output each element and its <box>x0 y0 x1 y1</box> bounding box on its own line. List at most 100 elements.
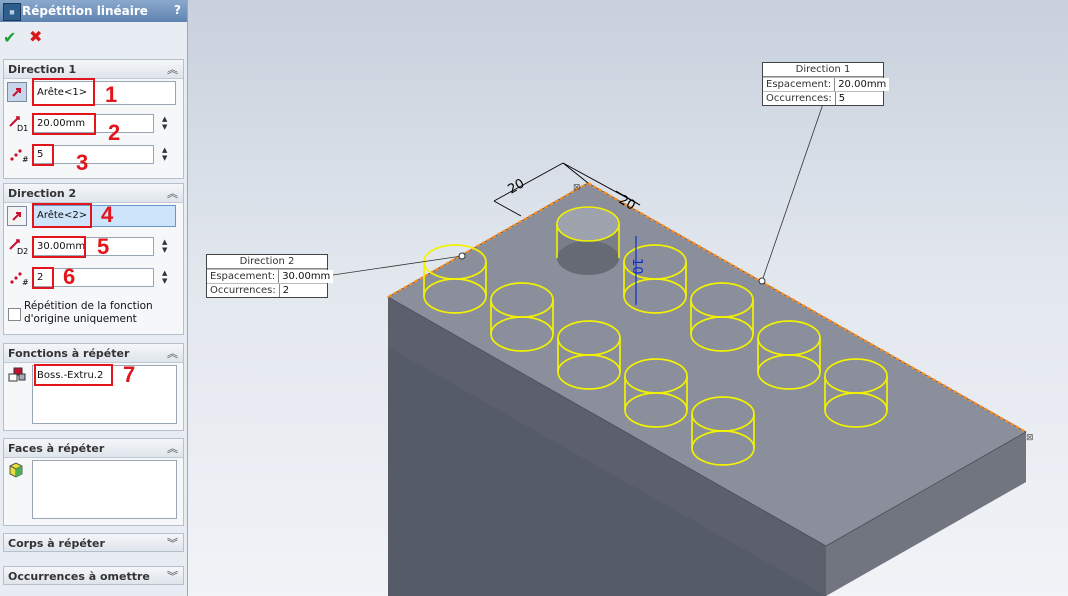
seed-only-label: Répétition de la fonction d'origine uniq… <box>24 300 153 325</box>
callout-direction1[interactable]: Direction 1 Espacement:20.00mm Occurrenc… <box>762 62 890 106</box>
direction2-spacing-spinner[interactable]: ▲▼ <box>162 238 168 254</box>
plate-front-face <box>388 297 826 596</box>
bodies-header[interactable]: Corps à répéter ︾ <box>4 534 183 551</box>
pattern-instance[interactable] <box>690 282 754 352</box>
annotation-3: 3 <box>76 150 89 175</box>
pattern-instance[interactable] <box>691 396 755 466</box>
pm-title: Répétition linéaire <box>22 4 148 18</box>
features-header[interactable]: Fonctions à répéter ︽ <box>4 344 183 363</box>
direction1-header[interactable]: Direction 1 ︽ <box>4 60 183 79</box>
collapse-icon[interactable]: ︽ <box>167 63 178 76</box>
direction2-count-value: 2 <box>37 272 44 283</box>
dimension-spacing-d1[interactable]: 20 <box>616 192 638 213</box>
expand-icon[interactable]: ︾ <box>167 570 178 583</box>
annotation-box-6 <box>32 267 54 289</box>
edge-handle-icon: ⊠ <box>573 183 581 193</box>
direction2-edge[interactable] <box>387 182 589 298</box>
svg-text:#: # <box>22 278 29 286</box>
callout-d1-header: Direction 1 <box>763 63 883 77</box>
direction1-edge-value: Arête<1> <box>37 87 88 98</box>
direction2-edge-field[interactable]: Arête<2> <box>32 205 176 227</box>
callout-d2-count-label: Occurrences: <box>210 285 276 296</box>
callout-d2-count-value[interactable]: 2 <box>278 284 327 297</box>
pattern-instance[interactable] <box>490 282 554 352</box>
bodies-title: Corps à répéter <box>8 537 105 550</box>
callout-d2-spacing-value[interactable]: 30.00mm <box>278 270 334 283</box>
skip-title: Occurrences à omettre <box>8 570 150 583</box>
dimension-lines <box>493 162 641 217</box>
annotation-5: 5 <box>97 234 110 259</box>
model-view: 20 20 10 ⊠ ⊠ <box>325 103 1034 596</box>
pattern-instance[interactable] <box>423 244 487 314</box>
pattern-preview <box>423 244 888 466</box>
seed-boss-feature[interactable] <box>556 206 620 275</box>
svg-text:D2: D2 <box>17 247 28 255</box>
direction1-spacing-spinner[interactable]: ▲▼ <box>162 115 168 131</box>
annotation-2: 2 <box>108 120 121 145</box>
faces-listbox[interactable] <box>32 460 177 519</box>
annotation-7: 7 <box>123 362 136 387</box>
callout-direction2[interactable]: Direction 2 Espacement:30.00mm Occurrenc… <box>206 254 334 298</box>
annotation-box-1 <box>32 78 95 106</box>
callout-d1-anchor <box>758 277 766 285</box>
direction2-spacing-field[interactable]: 30.00mm <box>32 237 154 256</box>
pattern-instance[interactable] <box>624 358 688 428</box>
direction2-edge-value: Arête<2> <box>37 210 88 221</box>
reverse-direction-icon <box>12 88 21 97</box>
pattern-instance[interactable] <box>623 244 687 314</box>
features-icon <box>7 366 29 384</box>
faces-header[interactable]: Faces à répéter ︽ <box>4 439 183 458</box>
pattern-instance[interactable] <box>757 320 821 390</box>
spacing-d1-icon: D1 <box>8 114 30 133</box>
callout-d1-leader <box>761 103 824 282</box>
graphics-viewport[interactable]: 20 20 10 ⊠ ⊠ Direction 1 Espacement:20.0… <box>188 0 1068 596</box>
cancel-button[interactable]: ✖ <box>29 27 43 46</box>
collapse-icon[interactable]: ︽ <box>167 442 178 455</box>
annotation-1: 1 <box>105 82 118 107</box>
callout-d1-spacing-label: Espacement: <box>766 79 832 90</box>
seed-only-checkbox[interactable] <box>8 308 21 321</box>
pattern-instance[interactable] <box>557 320 621 390</box>
callout-d2-anchor <box>458 252 466 260</box>
skip-group[interactable]: Occurrences à omettre ︾ <box>3 566 184 585</box>
bodies-group[interactable]: Corps à répéter ︾ <box>3 533 184 552</box>
callout-d1-count-value[interactable]: 5 <box>834 92 883 105</box>
direction1-count-spinner[interactable]: ▲▼ <box>162 146 168 162</box>
direction1-count-value: 5 <box>37 149 44 160</box>
expand-icon[interactable]: ︾ <box>167 537 178 550</box>
direction2-title: Direction 2 <box>8 187 77 200</box>
annotation-6: 6 <box>63 264 76 289</box>
instances-d1-icon: # <box>8 145 30 164</box>
linear-pattern-icon: ▦ <box>3 3 21 21</box>
reverse-direction2-button[interactable] <box>7 206 27 226</box>
annotation-box-5 <box>32 236 86 258</box>
features-list-item[interactable]: Boss.-Extru.2 <box>37 370 104 381</box>
svg-text:#: # <box>22 155 29 163</box>
callout-d1-count-label: Occurrences: <box>766 93 832 104</box>
spacing-d2-icon: D2 <box>8 237 30 256</box>
instances-d2-icon: # <box>8 268 30 287</box>
help-button[interactable]: ? <box>174 3 181 17</box>
collapse-icon[interactable]: ︽ <box>167 347 178 360</box>
plate-right-face <box>826 432 1026 596</box>
reverse-direction-icon <box>12 212 21 221</box>
dimension-height[interactable]: 10 <box>629 258 644 275</box>
skip-header[interactable]: Occurrences à omettre ︾ <box>4 567 183 584</box>
direction1-spacing-value: 20.00mm <box>37 118 86 129</box>
reverse-direction1-button[interactable] <box>7 82 27 102</box>
features-title: Fonctions à répéter <box>8 347 130 360</box>
annotation-box-3 <box>32 144 54 166</box>
annotation-4: 4 <box>101 202 114 227</box>
pattern-instance[interactable] <box>824 358 888 428</box>
title-bar: ▦ Répétition linéaire ? <box>0 0 187 22</box>
direction2-count-spinner[interactable]: ▲▼ <box>162 269 168 285</box>
annotation-box-4 <box>32 203 92 228</box>
direction2-header[interactable]: Direction 2 ︽ <box>4 184 183 203</box>
ok-button[interactable]: ✔ <box>3 28 17 47</box>
collapse-icon[interactable]: ︽ <box>167 187 178 200</box>
direction2-spacing-value: 30.00mm <box>37 241 86 252</box>
features-listbox[interactable]: Boss.-Extru.2 <box>32 365 177 424</box>
callout-d1-spacing-value[interactable]: 20.00mm <box>834 78 890 91</box>
dimension-spacing-d2[interactable]: 20 <box>506 176 528 197</box>
annotation-box-7 <box>34 364 113 386</box>
